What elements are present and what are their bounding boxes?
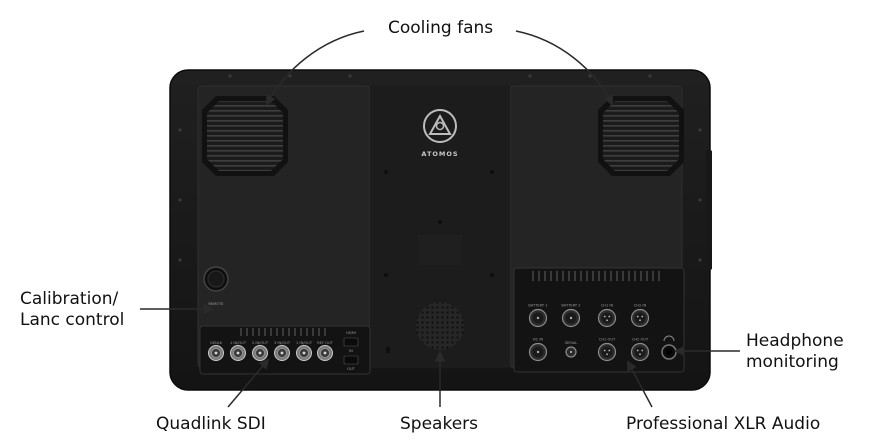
side-bump [706, 150, 712, 270]
brand-label: ATOMOS [421, 150, 458, 158]
audio-connector: CH1 IN [597, 304, 617, 328]
speaker-grill [416, 302, 464, 350]
callout-headphone-line1: Headphone [746, 331, 844, 351]
callout-calibration-line2: Lanc control [20, 310, 125, 330]
audio-connector: DC IN [528, 338, 548, 362]
hdmi-ports: HDMI IN OUT [343, 331, 359, 371]
audio-connector-label: CH2 IN [634, 304, 647, 308]
audio-connector: BATTERY 2 [561, 304, 581, 328]
callout-quadlink-sdi: Quadlink SDI [156, 414, 266, 434]
audio-connector: BATTERY 1 [528, 304, 548, 328]
sdi-label: 1 IN/OUT [296, 341, 313, 345]
sdi-label: GENLK [210, 341, 223, 345]
hdmi-label: HDMI [346, 331, 356, 335]
remote-label: REMOTE [208, 302, 224, 306]
arrow-xlr [627, 360, 653, 408]
audio-connector: CH2 IN [630, 304, 650, 328]
sdi-label: 1 IN/OUT [230, 341, 247, 345]
callout-cooling-fans: Cooling fans [388, 18, 494, 38]
atomos-logo: ATOMOS [421, 109, 458, 158]
callout-xlr-audio: Professional XLR Audio [626, 414, 821, 434]
audio-connector: CH2 OUT [630, 338, 650, 362]
remote-port: REMOTE [203, 266, 229, 306]
sdi-connectors: GENLK 1 IN/OUT 2 IN/OUT 3 IN/OUT 1 IN/OUT REF… [208, 341, 334, 361]
audio-connector-label: CH1 IN [601, 304, 614, 308]
hdmi-label: OUT [347, 367, 355, 371]
small-indicator [386, 347, 390, 353]
arrow-fan-left [266, 30, 365, 106]
callout-calibration-line1: Calibration/ [20, 289, 119, 309]
sdi-label: 2 IN/OUT [252, 341, 269, 345]
mount-holes [384, 170, 494, 277]
sdi-connector: 1 IN/OUT [296, 341, 313, 361]
sdi-connector: 1 IN/OUT [230, 341, 247, 361]
audio-connector: SERIAL [565, 341, 578, 358]
audio-connector: CH1 OUT [597, 338, 617, 362]
callout-arrows [140, 30, 740, 408]
left-cooling-fan [202, 96, 288, 176]
xlr-connectors: BATTERY 1 BATTERY 2 DC IN SERIAL CH1 IN CH2 I… [528, 304, 650, 362]
arrow-fan-right [515, 30, 613, 106]
arrow-sdi [227, 358, 270, 408]
edge-screws [178, 74, 702, 262]
callout-headphone-line2: monitoring [746, 352, 839, 372]
sdi-connector: GENLK [208, 341, 224, 361]
hdmi-label: IN [349, 349, 353, 353]
sdi-connector: 3 IN/OUT [274, 341, 291, 361]
audio-connector-label: SERIAL [565, 341, 578, 345]
audio-connector-label: BATTERY 1 [528, 304, 547, 308]
mount-plate [418, 235, 462, 265]
sdi-label: REF OUT [317, 341, 333, 345]
sdi-connector: 2 IN/OUT [252, 341, 269, 361]
sdi-connector: REF OUT [317, 341, 334, 361]
audio-connector-label: CH1 OUT [599, 338, 616, 342]
callout-speakers: Speakers [400, 414, 479, 434]
audio-connector-label: DC IN [533, 338, 543, 342]
audio-connector-label: BATTERY 2 [561, 304, 580, 308]
sdi-label: 3 IN/OUT [274, 341, 291, 345]
audio-connector-label: CH2 OUT [632, 338, 649, 342]
right-cooling-fan [598, 96, 684, 176]
